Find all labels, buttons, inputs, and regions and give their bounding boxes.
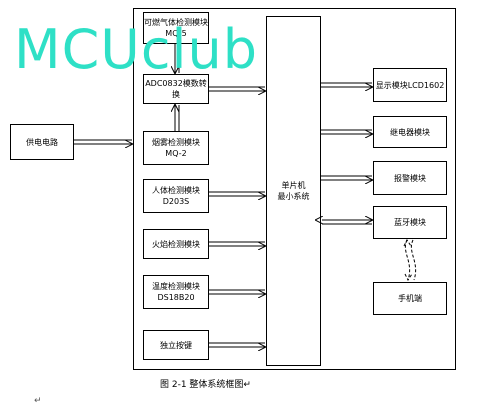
arrow-mcu-to-relay [321,129,372,134]
arrow-body-to-mcu [209,191,265,196]
gas-detection-module: 可燃气体检测模块MQ-5 [143,12,209,44]
arrow-mcu-to-alarm [321,175,372,180]
arrow-temp-to-mcu [209,289,265,294]
paragraph-mark: ↵ [34,396,42,406]
figure-caption: 图 2-1 整体系统框图↵ [160,380,251,390]
arrow-mcu-to-lcd [321,82,372,87]
key-module: 独立按键 [143,330,209,360]
arrow-fire-to-mcu [209,241,265,246]
temperature-module: 温度检测模块DS18B20 [143,275,209,309]
arrow-power-to-system [74,139,132,144]
mcu-label: 单片机 最小系统 [277,181,310,201]
adc-module: ADC0832模数转换 [143,74,209,104]
lcd-module: 显示模块LCD1602 [373,68,447,102]
alarm-module: 报警模块 [373,161,447,195]
wireless-link-bluetooth-phone [403,239,417,281]
arrow-gas-to-adc [175,44,180,73]
arrow-smoke-to-adc [175,105,180,131]
body-detection-module: 人体检测模块D203S [143,179,209,213]
arrow-key-to-mcu [209,342,265,347]
smoke-detection-module: 烟雾检测模块MQ-2 [143,131,209,165]
mcu-minimum-system: 单片机 最小系统 [266,16,321,366]
arrow-adc-to-mcu [209,86,265,91]
phone-client: 手机端 [373,282,447,315]
arrow-mcu-bluetooth-bidirectional [322,220,372,225]
bluetooth-module: 蓝牙模块 [373,206,447,239]
fire-detection-module: 火焰检测模块 [143,229,209,259]
mcuclub-watermark: MCUclub [14,18,259,81]
power-circuit: 供电电路 [10,124,74,160]
relay-module: 继电器模块 [373,116,447,148]
